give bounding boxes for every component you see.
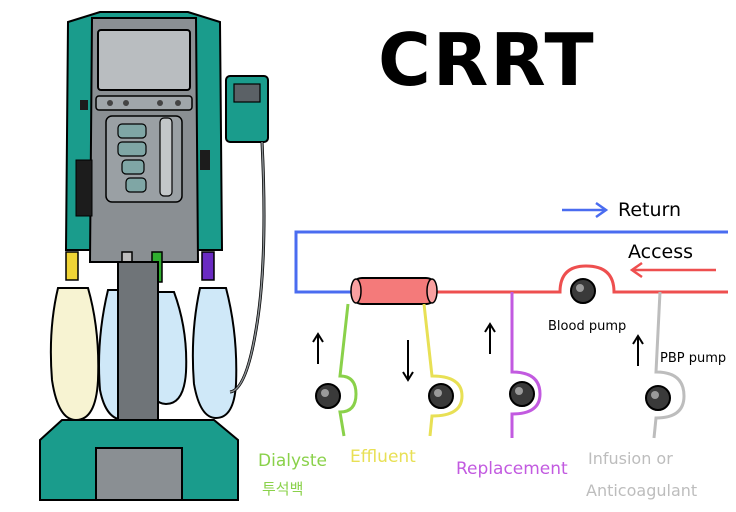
page-title: CRRT — [378, 18, 596, 102]
replacement-label: Replacement — [456, 459, 568, 479]
pump-icon — [645, 385, 671, 411]
replacement-line — [510, 292, 542, 438]
arrow-right-icon — [562, 201, 609, 219]
pump-icon — [428, 383, 454, 409]
arrow-up-icon — [632, 334, 644, 366]
arrow-up-icon — [484, 322, 496, 354]
dialysate-label: Dialyste — [258, 451, 327, 471]
access-label: Access — [628, 241, 693, 263]
access-line — [436, 264, 728, 294]
pump-icon — [509, 381, 535, 407]
pump-icon — [570, 278, 596, 304]
pump-icon — [315, 383, 341, 409]
effluent-line — [422, 303, 464, 437]
arrow-up-icon — [312, 332, 324, 364]
dialysate-line — [338, 303, 358, 437]
filter-icon — [350, 277, 438, 305]
infusion-line — [652, 291, 686, 439]
effluent-label: Effluent — [350, 447, 416, 467]
arrow-left-icon — [629, 261, 716, 279]
pbp-pump-label: PBP pump — [660, 351, 726, 366]
infusion-label: Infusion or — [588, 449, 673, 468]
anticoagulant-label: Anticoagulant — [586, 481, 697, 500]
return-label: Return — [618, 199, 681, 221]
crrt-machine-icon — [39, 11, 269, 501]
dialysate-sublabel: 투석백 — [262, 480, 303, 498]
arrow-down-icon — [402, 340, 414, 382]
blood-pump-label: Blood pump — [548, 319, 626, 334]
return-line — [294, 230, 728, 294]
